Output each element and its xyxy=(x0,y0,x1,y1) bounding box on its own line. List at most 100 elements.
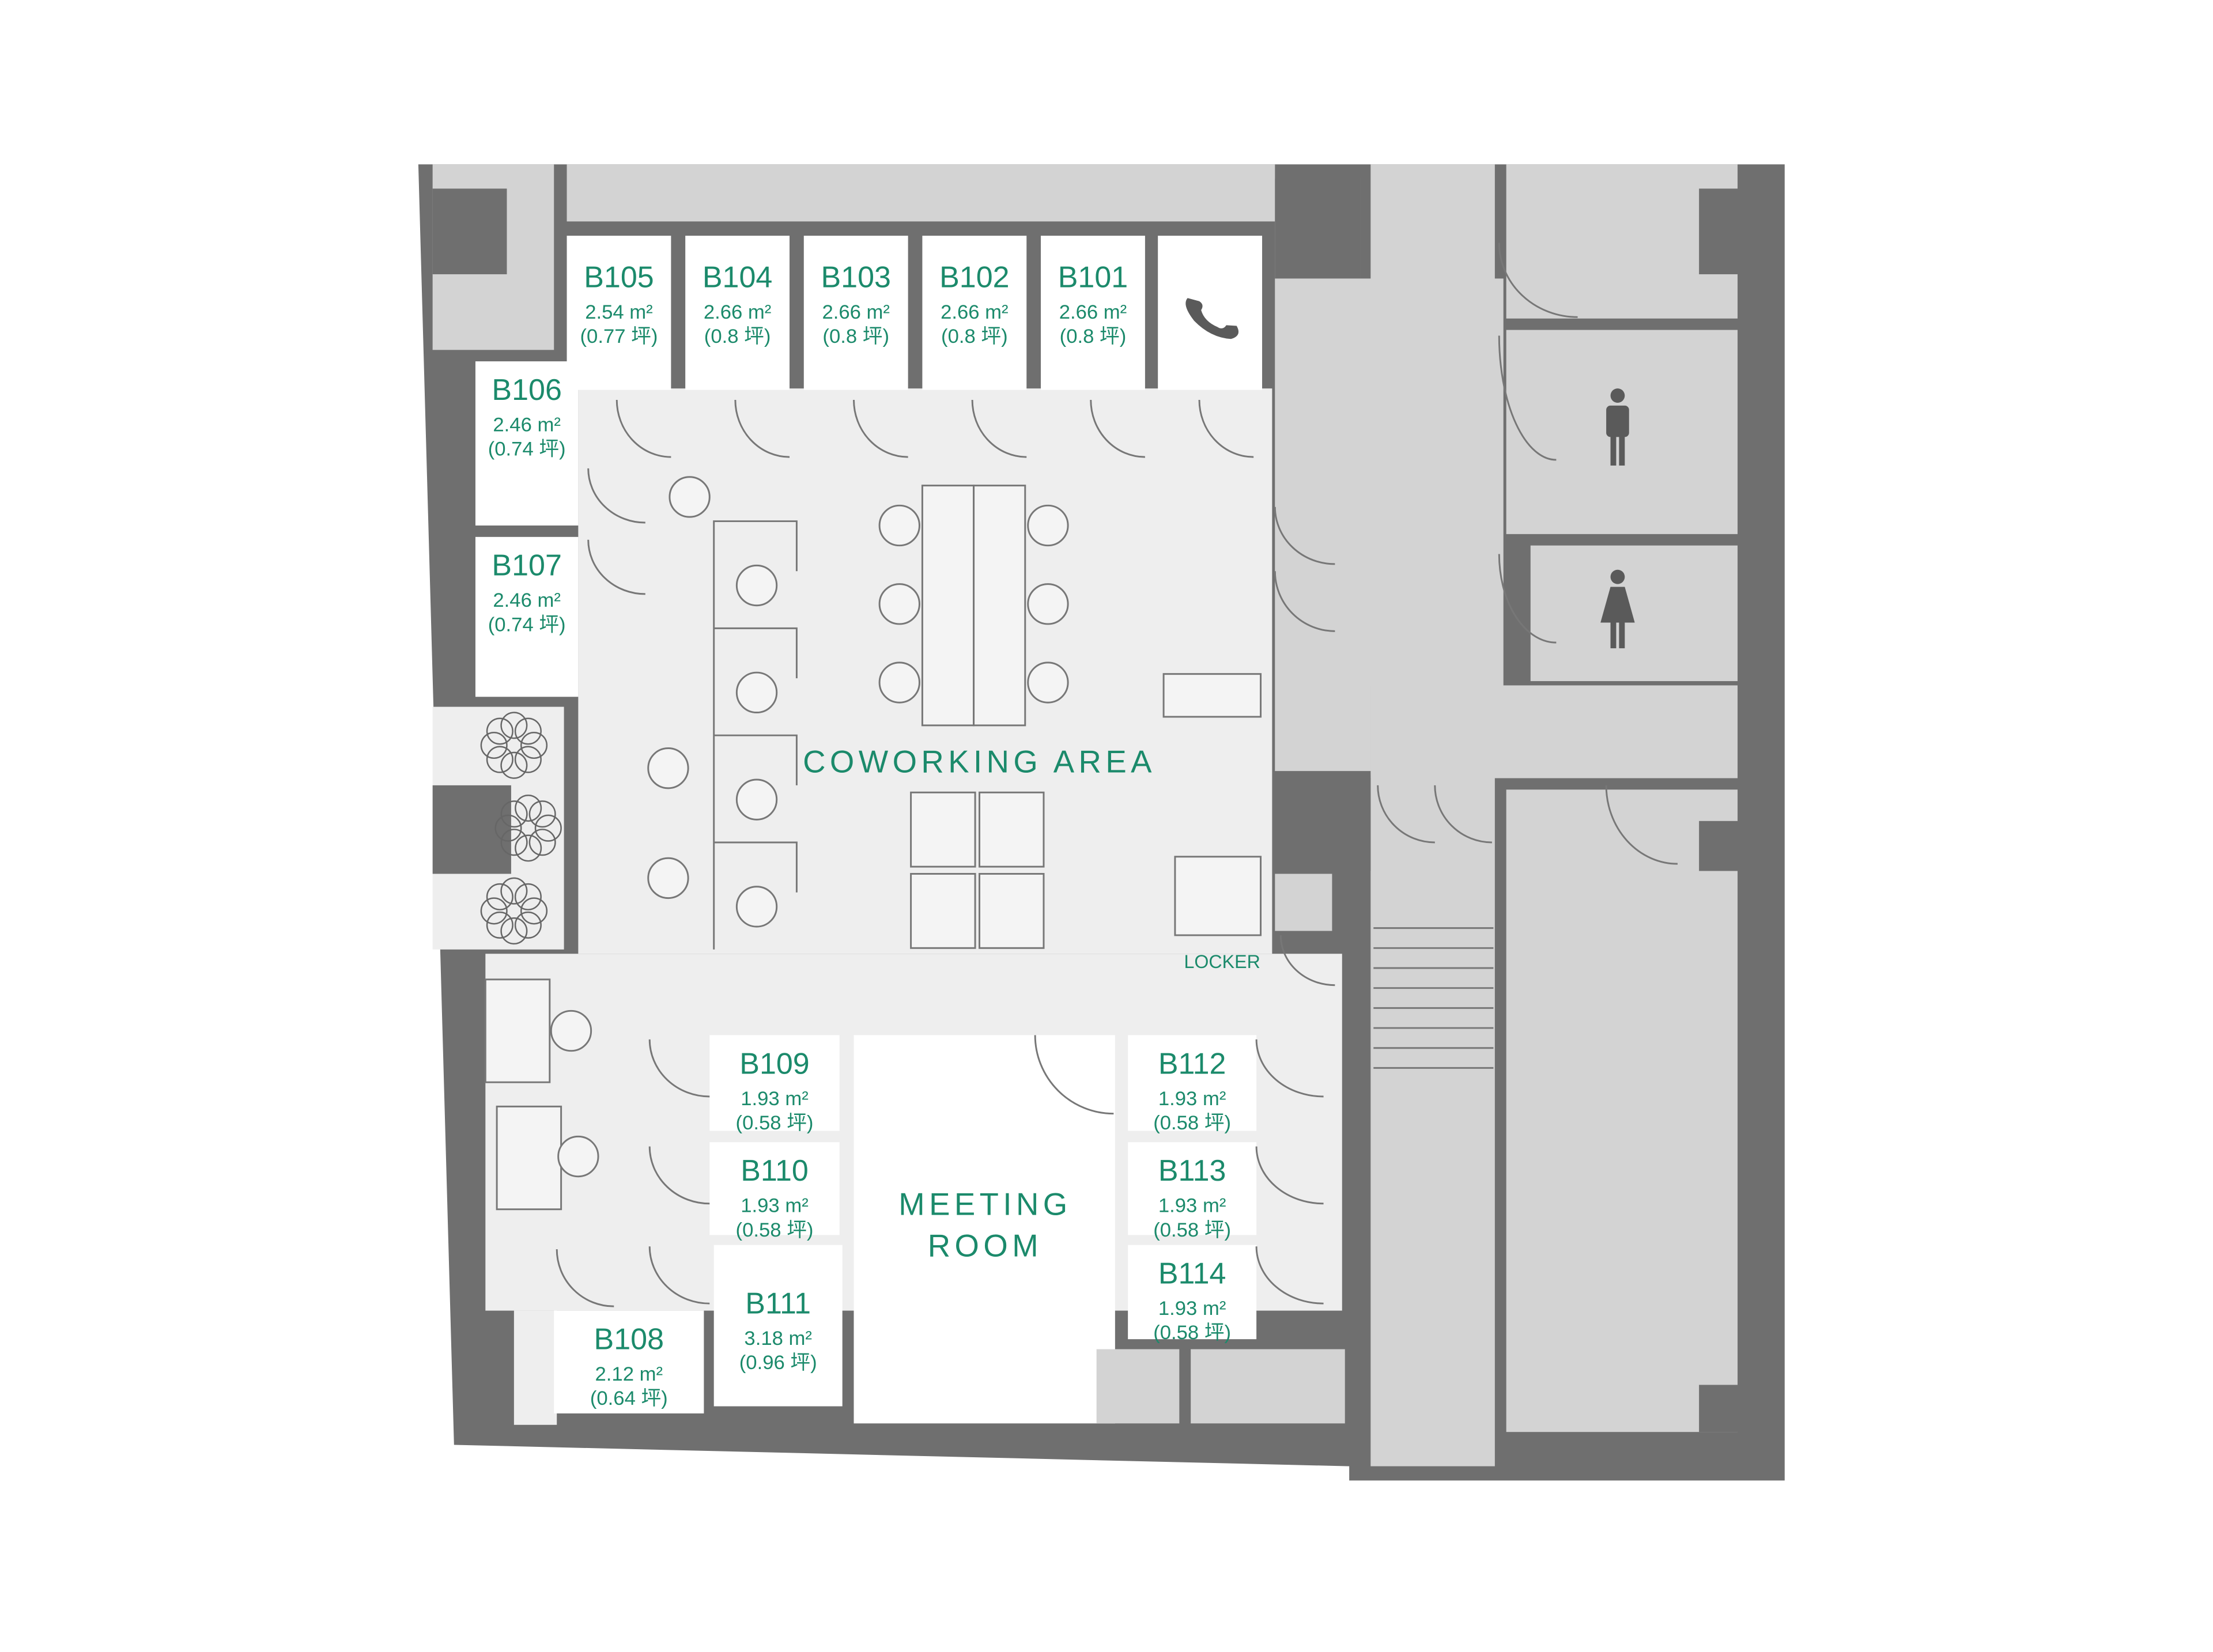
door-swing xyxy=(648,1039,710,1098)
phone-booth[interactable] xyxy=(1158,236,1263,390)
room-area-tsubo: (0.96 坪) xyxy=(739,1352,817,1374)
booth-room[interactable] xyxy=(1128,1142,1257,1235)
chair xyxy=(1027,504,1069,547)
booth-room[interactable] xyxy=(475,536,579,697)
chair xyxy=(735,886,778,928)
top-corridor xyxy=(567,164,1275,222)
locker xyxy=(1174,856,1262,936)
room-area: 2.66 m² xyxy=(941,301,1009,323)
room-area-tsubo: (0.8 坪) xyxy=(822,326,889,347)
plant-icon xyxy=(515,834,542,862)
wall-block xyxy=(1699,1385,1738,1432)
door-swing xyxy=(1255,1146,1324,1205)
door-swing xyxy=(1498,243,1578,318)
room-area-tsubo: (0.58 坪) xyxy=(736,1112,814,1134)
door-swing xyxy=(556,1249,614,1307)
door-swing xyxy=(1274,571,1335,632)
booth-room[interactable] xyxy=(1041,236,1145,390)
room-id: B102 xyxy=(939,260,1009,294)
plant-icon xyxy=(528,829,556,856)
booth-room[interactable] xyxy=(567,236,671,390)
room-id: B106 xyxy=(492,373,561,407)
door-swing xyxy=(587,539,645,595)
door-swing xyxy=(648,1146,710,1205)
booth-room[interactable] xyxy=(709,1142,840,1235)
room-area-tsubo: (0.58 坪) xyxy=(1153,1219,1231,1241)
storage xyxy=(1096,1349,1180,1424)
room-id: B101 xyxy=(1058,260,1128,294)
plant-icon xyxy=(486,911,513,939)
booth-room[interactable] xyxy=(685,236,790,390)
door-swing xyxy=(1090,399,1145,458)
plant-icon xyxy=(500,877,528,905)
chair xyxy=(1027,661,1069,704)
room-area: 2.66 m² xyxy=(822,301,890,323)
meeting-room[interactable] xyxy=(854,1035,1115,1424)
room-area-tsubo: (0.8 坪) xyxy=(941,326,1008,347)
chair xyxy=(735,778,778,821)
room-area: 3.18 m² xyxy=(744,1328,812,1349)
door-swing xyxy=(648,1246,710,1305)
room-area: 2.66 m² xyxy=(1059,301,1127,323)
woman-icon xyxy=(1600,569,1635,649)
booth-room[interactable] xyxy=(475,361,579,526)
room-id: B113 xyxy=(1158,1154,1226,1188)
plant-icon xyxy=(500,800,528,828)
plant-icon xyxy=(514,717,542,745)
room-area: 2.46 m² xyxy=(493,589,561,611)
room-area: 1.93 m² xyxy=(1158,1195,1226,1217)
door-swing xyxy=(971,399,1027,458)
small-room xyxy=(1275,874,1332,931)
room-area: 1.93 m² xyxy=(741,1088,809,1110)
wall-pillar xyxy=(432,785,511,874)
door-swing xyxy=(1377,785,1435,844)
chair xyxy=(735,671,778,714)
room-area: 1.93 m² xyxy=(741,1195,809,1217)
booth-room[interactable] xyxy=(554,1310,704,1413)
room-area: 2.12 m² xyxy=(595,1363,663,1385)
room-id: B111 xyxy=(745,1287,811,1321)
room-area-tsubo: (0.74 坪) xyxy=(488,614,566,636)
booth-room[interactable] xyxy=(922,236,1027,390)
plants xyxy=(480,712,562,945)
booth-room[interactable] xyxy=(1128,1035,1257,1131)
door-swing xyxy=(1434,785,1492,844)
room-area-tsubo: (0.58 坪) xyxy=(736,1219,814,1241)
door-swing xyxy=(1198,399,1254,458)
chair xyxy=(647,857,689,899)
room-area-tsubo: (0.58 坪) xyxy=(1153,1112,1231,1134)
lower-right-room xyxy=(1506,789,1738,1432)
chair xyxy=(735,564,778,607)
door-swing xyxy=(1274,506,1335,565)
wall-block xyxy=(1699,821,1738,871)
wall-block xyxy=(1275,178,1361,279)
storage xyxy=(1191,1349,1345,1424)
booth-room[interactable] xyxy=(1128,1245,1257,1340)
chair xyxy=(557,1135,599,1178)
plant-icon xyxy=(486,717,513,745)
room-area-tsubo: (0.8 坪) xyxy=(1060,326,1127,347)
plant-icon xyxy=(500,751,528,779)
room-area-tsubo: (0.58 坪) xyxy=(1153,1322,1231,1344)
door-swing xyxy=(615,399,671,458)
room-id: B112 xyxy=(1158,1047,1226,1080)
meeting-room-label-1: MEETING xyxy=(898,1187,1071,1222)
booth-room[interactable] xyxy=(713,1245,843,1407)
booth-room[interactable] xyxy=(709,1035,840,1131)
doors xyxy=(556,243,1678,1307)
chair xyxy=(878,661,920,704)
phone-icon xyxy=(1185,298,1239,339)
door-swing xyxy=(1279,935,1335,986)
lobby-floor-2 xyxy=(513,1310,557,1425)
booth-room[interactable] xyxy=(803,236,908,390)
door-swing xyxy=(1255,1039,1324,1098)
meeting-room-label-2: ROOM xyxy=(928,1228,1043,1263)
chair xyxy=(878,583,920,625)
chairs xyxy=(550,476,1069,1178)
room-id: B107 xyxy=(492,549,561,583)
plant-icon xyxy=(480,897,508,925)
room-area-tsubo: (0.8 坪) xyxy=(704,326,771,347)
chair xyxy=(878,504,920,547)
room-area: 1.93 m² xyxy=(1158,1088,1226,1110)
